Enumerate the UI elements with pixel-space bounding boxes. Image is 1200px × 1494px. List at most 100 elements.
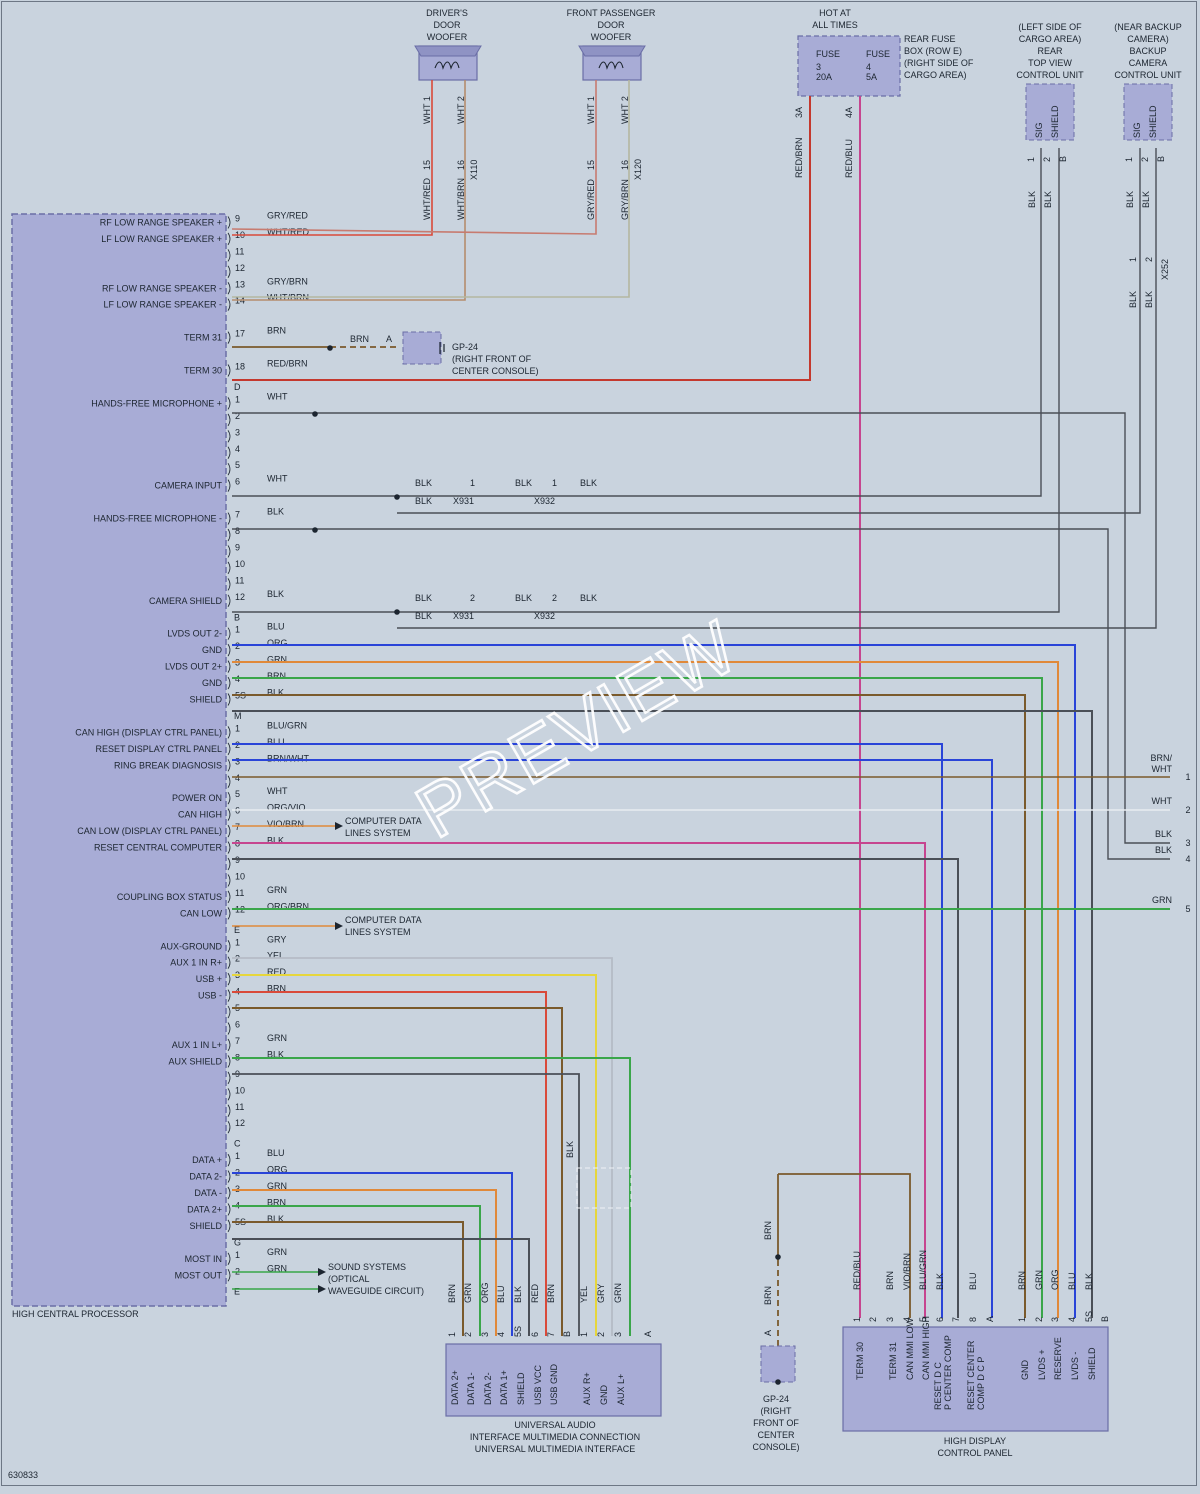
- hcp-pin-label: AUX 1 IN L+: [172, 1040, 222, 1050]
- hcp-pin-bracket: [227, 742, 231, 756]
- rear-camera-unit-box: [1025, 83, 1075, 141]
- uai-pin-number: 4: [496, 1332, 506, 1337]
- wire-lvds-out2-minus: [232, 644, 1076, 1318]
- hcp-pin-bracket: [227, 857, 231, 871]
- hcp-pin-number: 5: [235, 789, 240, 799]
- hcp-pin-label: COUPLING BOX STATUS: [117, 892, 222, 902]
- sound-systems-label: WAVEGUIDE CIRCUIT): [328, 1286, 424, 1296]
- hcp-wire-color: GRN: [267, 655, 287, 665]
- hcp-pin-label: LF LOW RANGE SPEAKER -: [103, 300, 222, 310]
- hcp-pin-bracket: [227, 1022, 231, 1035]
- backup-camera-unit-wire-color: BLK: [1125, 191, 1135, 208]
- hcp-pin-bracket: [227, 1170, 231, 1183]
- hcp-pin-number: 7: [235, 510, 240, 520]
- hcp-pin-number: 6: [235, 477, 240, 487]
- wire-reset-dcp: [232, 759, 993, 1318]
- backup-camera-unit-box: [1123, 83, 1173, 141]
- splice-row2-lower-color: BLK: [415, 611, 432, 621]
- hcp-pin-bracket: [227, 216, 231, 229]
- driver-woofer-wire1-color: WHT/RED: [422, 178, 432, 220]
- hcp-pin-label: AUX-GROUND: [160, 941, 222, 951]
- uai-box: [445, 1343, 662, 1417]
- hcp-pin-bracket: [227, 479, 231, 492]
- right-edge-color: BRN/: [1150, 753, 1172, 763]
- hcp-wire-color: GRN: [267, 1247, 287, 1257]
- uai-pin-number: 3: [613, 1332, 623, 1337]
- hcp-pin-bracket: [227, 1038, 231, 1052]
- wire-aux-ground: [232, 957, 613, 1336]
- hcp-pin-number: 11: [235, 888, 244, 898]
- hcp-pin-number: 1: [235, 625, 240, 635]
- passenger-woofer-pin1-label: WHT 1: [586, 96, 596, 124]
- backup-camera-unit-pin-num: 2: [1140, 157, 1150, 162]
- hcp-pin-bracket: [227, 298, 231, 311]
- uai-pin-number: 6: [530, 1332, 540, 1337]
- hdcp-pin-number: 1: [1017, 1317, 1027, 1322]
- rear-camera-unit-wire-color: BLK: [1043, 191, 1053, 208]
- hcp-pin-number: 12: [235, 263, 245, 273]
- hcp-pin-label: RING BREAK DIAGNOSIS: [114, 760, 222, 770]
- hdcp-pin-number: 5: [918, 1317, 928, 1322]
- x252-lower-color: BLK: [1128, 291, 1138, 308]
- uai-wire-color: GRY: [596, 1284, 606, 1303]
- wire-data-minus: [232, 1205, 481, 1336]
- hdcp-wire-color: BLK: [935, 1273, 945, 1290]
- hcp-wire-color: WHT/RED: [267, 227, 309, 237]
- hcp-pin-label: RF LOW RANGE SPEAKER +: [100, 217, 222, 227]
- rear-camera-unit-title: REAR: [1037, 46, 1063, 56]
- hcp-pin-bracket: [227, 1269, 231, 1282]
- wire-mic-minus: [232, 528, 1170, 860]
- hcp-pin-number: 9: [235, 213, 240, 223]
- hdcp-pin-number: B: [1100, 1316, 1110, 1322]
- uai-wire-color: GRN: [463, 1283, 473, 1303]
- splice-row2-color: BLK: [580, 593, 597, 603]
- hcp-pin-bracket: [227, 726, 231, 739]
- hcp-pin-number: 1: [235, 1250, 240, 1260]
- hcp-pin-label: GND: [202, 678, 223, 688]
- wire-gp24-hdcp: [778, 1173, 911, 1318]
- hcp-pin-bracket: [227, 693, 231, 706]
- hcp-pin-label: CAN LOW: [180, 908, 223, 918]
- hcp-pin-label: AUX SHIELD: [168, 1056, 222, 1066]
- hdcp-pin-number: 4: [902, 1317, 912, 1322]
- x252-pin: 1: [1128, 257, 1138, 262]
- arrow-icon: [318, 1285, 326, 1293]
- splice-row2-pin: 2: [552, 593, 557, 603]
- hcp-pin-label: TERM 30: [184, 366, 222, 376]
- hcp-pin-number: 12: [235, 1118, 245, 1128]
- uai-pin-label: AUX R+: [582, 1372, 592, 1405]
- splice-row2-connector: X932: [534, 611, 555, 621]
- gp24-bottom-name: CENTER: [757, 1430, 795, 1440]
- hcp-pin-label: DATA 2+: [187, 1204, 222, 1214]
- rear-camera-unit-title: TOP VIEW: [1028, 58, 1072, 68]
- hcp-wire-color: BRN: [267, 326, 286, 336]
- hcp-pin-number: 7: [235, 822, 240, 832]
- hcp-title: HIGH CENTRAL PROCESSOR: [12, 1309, 139, 1319]
- hcp-pin-bracket: [227, 1071, 231, 1085]
- splice-row1-color: BLK: [515, 478, 532, 488]
- hcp-box: [11, 213, 227, 1307]
- right-edge-number: 5: [1185, 904, 1190, 914]
- driver-woofer-wire2-color: WHT/BRN: [456, 178, 466, 220]
- rear-camera-unit-pin-num: 2: [1042, 157, 1052, 162]
- fuse-out-pin: 3A: [794, 107, 804, 118]
- hcp-pin-bracket: [227, 808, 231, 821]
- hcp-pin-number: 1: [235, 937, 240, 947]
- hdcp-pin-label: TERM 30: [855, 1342, 865, 1380]
- passenger-woofer-wire2-color: GRY/BRN: [620, 179, 630, 220]
- hcp-pin-bracket: [227, 956, 231, 969]
- uai-pin-label: DATA 1+: [499, 1370, 509, 1405]
- hdcp-wire-color: BLU: [1067, 1272, 1077, 1290]
- hdcp-pin-label: CAN MMI HIGH: [921, 1316, 931, 1380]
- hcp-pin-number: 1: [235, 1151, 240, 1161]
- document-id: 630833: [8, 1470, 38, 1480]
- splice-row2-color: BLK: [415, 593, 432, 603]
- hcp-pin-number: 10: [235, 871, 245, 881]
- splice-row1-connector: X931: [453, 496, 474, 506]
- hcp-pin-label: CAN HIGH (DISPLAY CTRL PANEL): [75, 727, 222, 737]
- sound-systems-label: (OPTICAL: [328, 1274, 370, 1284]
- gp24-top-box: [402, 331, 442, 365]
- fuse-number: 3: [816, 62, 821, 72]
- gp24-top-pin: A: [386, 334, 392, 344]
